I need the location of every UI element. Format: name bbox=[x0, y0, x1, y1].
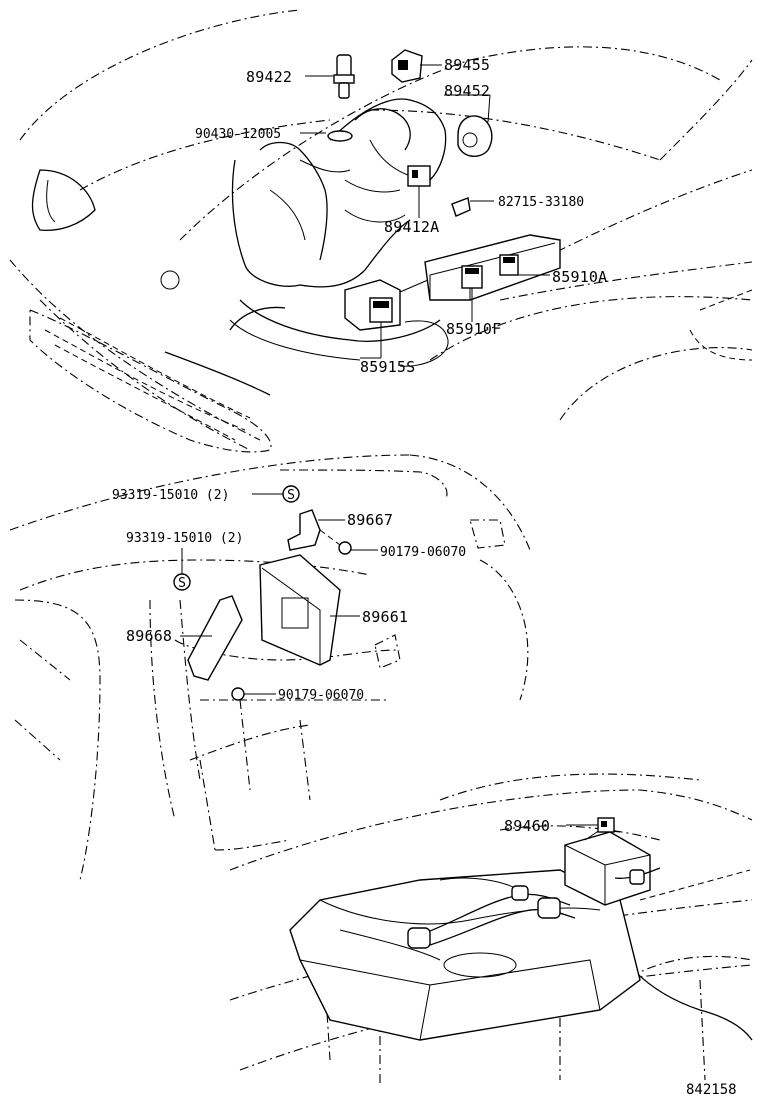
label-89412A: 89412A bbox=[384, 218, 439, 236]
sensor-89455 bbox=[391, 49, 442, 83]
screw-93319-a: S bbox=[252, 485, 300, 503]
screw-93319-b: S bbox=[173, 548, 191, 591]
relay-85915S bbox=[344, 279, 401, 359]
fuel-tank-section bbox=[229, 773, 753, 1085]
screw-symbol: S bbox=[287, 488, 295, 503]
label-89667: 89667 bbox=[347, 511, 393, 529]
clip-82715 bbox=[451, 197, 494, 217]
label-89661: 89661 bbox=[362, 608, 408, 626]
relay-85910F bbox=[461, 265, 483, 322]
part-labels: 89422 89455 89452 90430-12005 82715-3318… bbox=[112, 56, 737, 1098]
label-93319-15010-a: 93319-15010 (2) bbox=[112, 488, 229, 503]
sensor-89422 bbox=[305, 54, 355, 99]
sensor-89452 bbox=[444, 94, 493, 157]
label-90179-06070-a: 90179-06070 bbox=[380, 545, 466, 560]
sensor-89412A bbox=[369, 139, 431, 218]
label-90430-12005: 90430-12005 bbox=[195, 127, 281, 142]
diagram-reference-number: 842158 bbox=[686, 1082, 737, 1098]
label-93319-15010-b: 93319-15010 (2) bbox=[126, 531, 243, 546]
nut-90179-a bbox=[319, 529, 378, 555]
engine-bay-section bbox=[9, 9, 753, 453]
label-89455: 89455 bbox=[444, 56, 490, 74]
sensor-89460 bbox=[566, 817, 615, 833]
relay-box bbox=[424, 234, 561, 301]
bracket-89668 bbox=[180, 595, 243, 681]
screw-symbol: S bbox=[178, 576, 186, 591]
gasket-90430 bbox=[300, 130, 353, 142]
relay-85910A bbox=[499, 254, 550, 276]
label-85910A: 85910A bbox=[552, 268, 607, 286]
label-85910F: 85910F bbox=[446, 320, 501, 338]
cabin-section: S S bbox=[9, 454, 531, 881]
engine-block bbox=[229, 98, 447, 361]
label-89668: 89668 bbox=[126, 627, 172, 645]
label-89452: 89452 bbox=[444, 82, 490, 100]
ecu-89661 bbox=[259, 554, 360, 666]
label-85915S: 85915S bbox=[360, 358, 415, 376]
label-89460: 89460 bbox=[504, 817, 550, 835]
label-89422: 89422 bbox=[246, 68, 292, 86]
label-82715-33180: 82715-33180 bbox=[498, 195, 584, 210]
nut-90179-b bbox=[231, 687, 276, 701]
label-90179-06070-b: 90179-06070 bbox=[278, 688, 364, 703]
bracket-89667 bbox=[287, 509, 345, 551]
